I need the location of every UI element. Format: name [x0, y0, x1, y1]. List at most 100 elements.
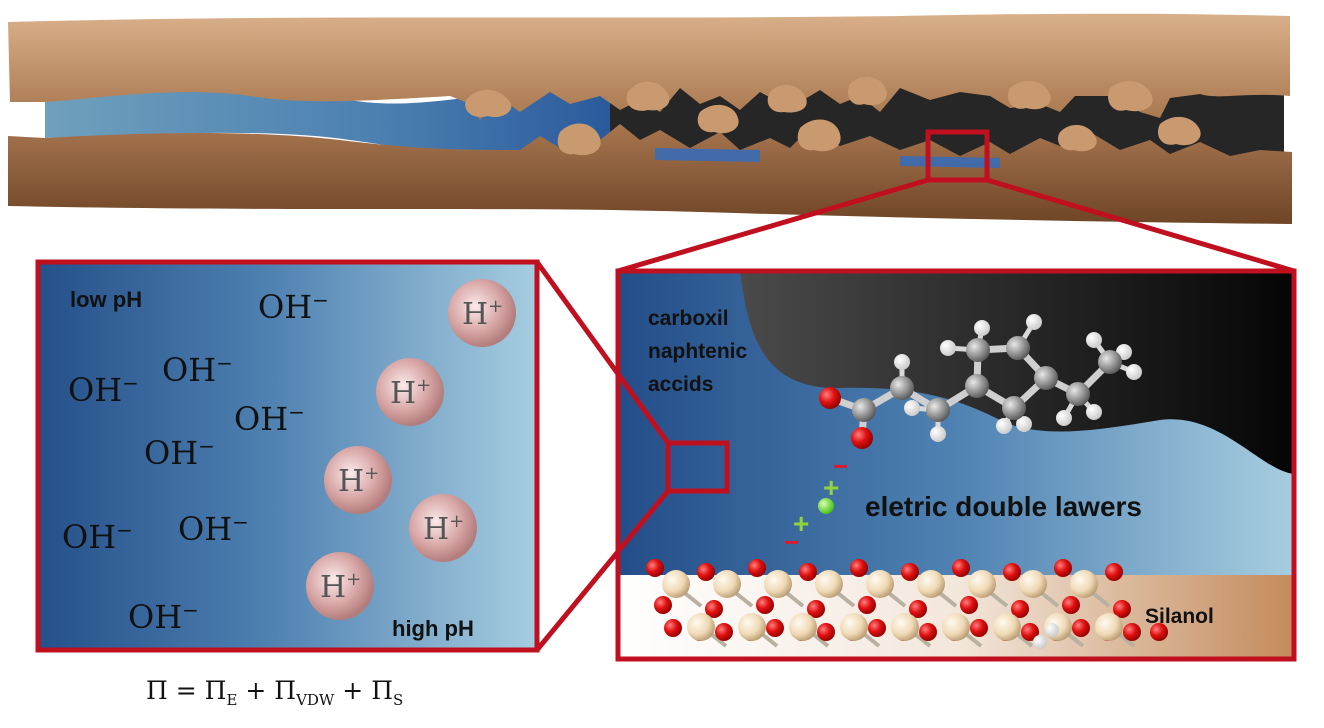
- oxygen-atom: [1123, 623, 1141, 641]
- carbon-atom: [966, 338, 990, 362]
- minus-charge-bottom: −: [784, 527, 799, 557]
- hydroxide-ion: OH−: [178, 510, 249, 548]
- high-ph-label: high pH: [392, 616, 474, 641]
- proton-sphere: [376, 358, 444, 426]
- zoom-indicator: [617, 129, 1295, 274]
- proton-label: H+: [320, 569, 361, 605]
- pore-zoom-box: [925, 129, 990, 183]
- hydrogen-atom: [904, 400, 920, 416]
- plus-charge-bottom: +: [793, 508, 809, 539]
- oxygen-atom: [748, 559, 766, 577]
- proton-ion: H+: [376, 358, 444, 426]
- proton-label: H+: [423, 511, 464, 547]
- silicon-atom: [1095, 613, 1123, 641]
- eq-pi-e: Π: [204, 676, 227, 705]
- oxygen-atom: [766, 619, 784, 637]
- hydrogen-atom: [1126, 364, 1142, 380]
- carbon-atom: [890, 376, 914, 400]
- hydroxide-charge: −: [288, 400, 305, 424]
- oxygen-atom: [1011, 600, 1029, 618]
- carboxyl-oxygen: [851, 427, 873, 449]
- oxygen-atom: [1021, 623, 1039, 641]
- eq-plus-2: +: [334, 676, 372, 705]
- blue-water-film-2: [900, 156, 1000, 168]
- proton-sphere: [448, 279, 516, 347]
- hydroxide-charge: −: [116, 518, 133, 542]
- silicon-atom: [815, 570, 843, 598]
- hydrogen-atom: [930, 426, 946, 442]
- oil-phase: [740, 271, 1294, 474]
- plus-charge-top: +: [823, 472, 839, 503]
- minus-charge-top: −: [833, 451, 848, 481]
- proton-ion: H+: [324, 446, 392, 514]
- zoom-line-left: [617, 177, 929, 274]
- eq-plus-1: +: [237, 676, 275, 705]
- silicon-atom: [866, 570, 894, 598]
- hydroxide-symbol: OH: [68, 371, 122, 409]
- oxygen-atom: [909, 600, 927, 618]
- hydrogen-atom: [974, 320, 990, 336]
- hydroxide-charge: −: [198, 434, 215, 458]
- silicon-atom: [942, 613, 970, 641]
- oxygen-atom: [705, 600, 723, 618]
- oxygen-atom: [868, 619, 886, 637]
- double-layer-label: eletric double lawers: [865, 491, 1142, 522]
- carbon-atom: [852, 398, 876, 422]
- oxygen-atom: [919, 623, 937, 641]
- hydrogen-atom: [1033, 635, 1047, 649]
- oxygen-atom: [664, 619, 682, 637]
- low-ph-label: low pH: [70, 287, 142, 312]
- eq-sub-s: S: [393, 691, 404, 709]
- hydroxide-charge: −: [312, 288, 329, 312]
- hydrogen-atom: [1045, 623, 1059, 637]
- hydroxide-ions: OH−OH−OH−OH−OH−OH−OH−OH−: [62, 288, 329, 636]
- oxygen-atom: [970, 619, 988, 637]
- silicon-atom: [891, 613, 919, 641]
- proton-label: H+: [338, 463, 379, 499]
- hydroxide-ion: OH−: [68, 371, 139, 409]
- proton-symbol: H: [338, 464, 364, 499]
- hydrogen-atom: [894, 354, 910, 370]
- oxygen-atom: [952, 559, 970, 577]
- proton-sphere: [306, 552, 374, 620]
- oxygen-atom: [1113, 600, 1131, 618]
- oxygen-atom: [799, 563, 817, 581]
- silanol-label: Silanol: [1145, 605, 1214, 628]
- oxygen-atom: [1105, 563, 1123, 581]
- oxygen-atom: [817, 623, 835, 641]
- lower-rock-wall: [8, 124, 1292, 224]
- oxygen-atom: [1072, 619, 1090, 637]
- hydrogen-atom: [1086, 332, 1102, 348]
- proton-label: H+: [390, 375, 431, 411]
- carbon-atom: [1006, 336, 1030, 360]
- silicon-atom: [713, 570, 741, 598]
- silicon-atom: [1019, 570, 1047, 598]
- oxygen-atom: [850, 559, 868, 577]
- proton-ions: H+H+H+H+H+: [306, 279, 516, 620]
- carbon-atom: [1002, 396, 1026, 420]
- hydroxide-ion: OH−: [128, 598, 199, 636]
- silicon-atom: [687, 613, 715, 641]
- disjoining-pressure-equation: Π = ΠE + ΠVDW + ΠS: [146, 676, 403, 709]
- carbon-atom: [926, 398, 950, 422]
- hydroxide-charge: −: [122, 371, 139, 395]
- hydroxide-symbol: OH: [162, 351, 216, 389]
- proton-symbol: H: [320, 570, 346, 605]
- silicon-atom: [738, 613, 766, 641]
- proton-symbol: H: [390, 376, 416, 411]
- silicon-atom: [968, 570, 996, 598]
- oxygen-atom: [697, 563, 715, 581]
- eq-pi-total: Π: [146, 676, 168, 705]
- zoom-line-right: [986, 177, 1295, 274]
- oxygen-atom: [1062, 596, 1080, 614]
- proton-sphere: [324, 446, 392, 514]
- hydrogen-atom: [1026, 314, 1042, 330]
- silicon-atom: [993, 613, 1021, 641]
- acid-label-line-1: carboxil: [648, 307, 729, 330]
- upper-rock-wall: [8, 13, 1290, 121]
- oxygen-atom: [960, 596, 978, 614]
- eq-pi-s: Π: [371, 676, 394, 705]
- carbon-atom: [965, 374, 989, 398]
- silicon-atom: [789, 613, 817, 641]
